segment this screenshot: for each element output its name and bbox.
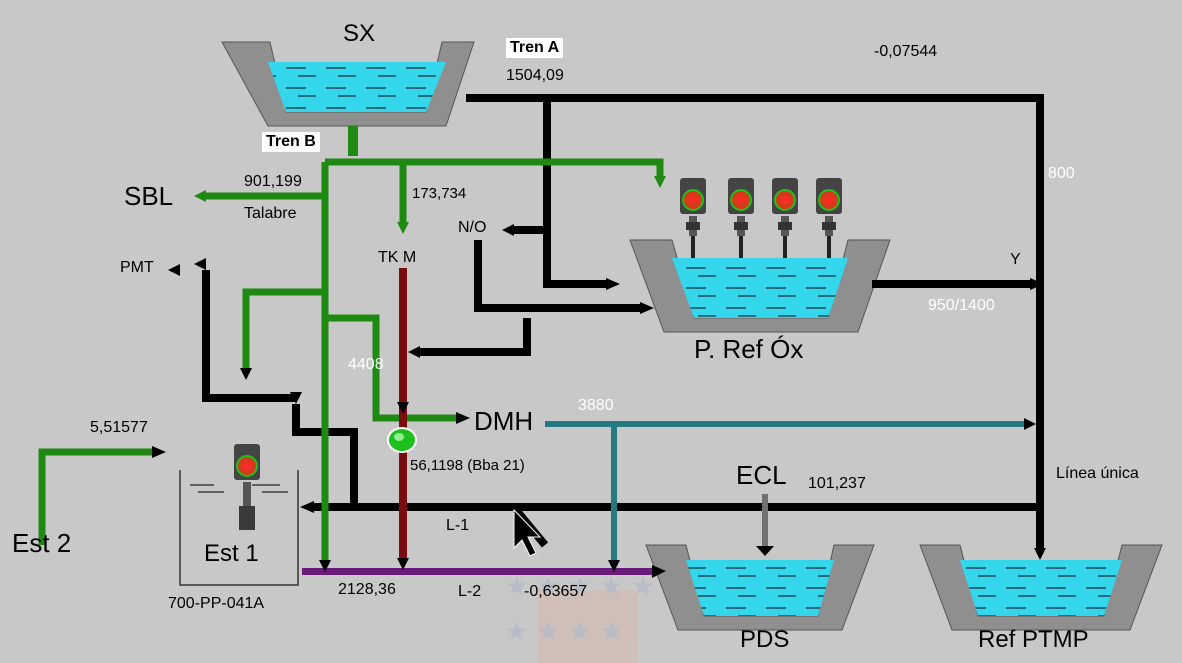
l2-neg-value: -0,63657 bbox=[524, 583, 588, 600]
l1-label: L-1 bbox=[446, 517, 470, 534]
agitator-motor-icon[interactable] bbox=[234, 444, 260, 530]
tk-m-label: TK M bbox=[378, 249, 417, 266]
n-o-label: N/O bbox=[458, 219, 487, 236]
est2-flow-value: 5,51577 bbox=[90, 419, 148, 436]
est1-pump-tag: 700-PP-041A bbox=[168, 595, 265, 612]
tkm-feed-value: 173,734 bbox=[412, 185, 467, 202]
tank-label-sx: SX bbox=[343, 20, 376, 47]
y-label: Y bbox=[1010, 251, 1021, 268]
sump-est1 bbox=[179, 470, 299, 586]
svg-text:★ ★ ★ ★ ★ ★: ★ ★ ★ ★ ★ ★ bbox=[505, 572, 686, 602]
university-crest-watermark: ★ ★ ★ ★ ★ ★ ★ ★ ★ ★ bbox=[505, 572, 686, 663]
sbl-flow-value: 901,199 bbox=[244, 173, 302, 190]
mouse-pointer-icon bbox=[513, 508, 542, 557]
tank-label-ref-ptmp: Ref PTMP bbox=[978, 626, 1089, 653]
talabre-label: Talabre bbox=[244, 205, 297, 222]
value-800: 800 bbox=[1048, 165, 1075, 182]
linea-unica-label: Línea única bbox=[1056, 465, 1139, 482]
tank-p-ref-ox bbox=[629, 239, 891, 333]
l2-flow-value: 2128,36 bbox=[338, 581, 396, 598]
gray-pipe bbox=[762, 494, 768, 546]
tank-pds bbox=[645, 544, 875, 631]
agitator-motor-icon[interactable] bbox=[728, 178, 754, 258]
tren-b-tag: Tren B bbox=[262, 132, 320, 152]
value-3880: 3880 bbox=[578, 397, 614, 414]
green-pipes bbox=[38, 158, 664, 560]
tank-label-pds: PDS bbox=[740, 626, 790, 653]
teal-pipes bbox=[545, 421, 1024, 560]
tank-label-p-ref-ox: P. Ref Óx bbox=[694, 334, 804, 364]
ratio-value: 950/1400 bbox=[928, 297, 995, 314]
bba21-value: 56,1198 (Bba 21) bbox=[410, 457, 525, 474]
agitator-motor-icon[interactable] bbox=[816, 178, 842, 258]
agitator-motor-icon[interactable] bbox=[680, 178, 706, 258]
sbl-label: SBL bbox=[124, 181, 174, 211]
purple-pipe bbox=[302, 568, 652, 575]
est1-label: Est 1 bbox=[204, 540, 259, 567]
tank-ref-ptmp bbox=[919, 544, 1163, 631]
l2-label: L-2 bbox=[458, 583, 482, 600]
tren-a-flow-value: 1504,09 bbox=[506, 67, 564, 84]
est2-label: Est 2 bbox=[12, 528, 72, 558]
pump-running-icon[interactable] bbox=[387, 427, 417, 453]
agitator-motor-icon[interactable] bbox=[772, 178, 798, 258]
ecl-label: ECL bbox=[736, 460, 787, 490]
flow-arrows bbox=[152, 176, 1046, 578]
top-right-value: -0,07544 bbox=[874, 43, 938, 60]
svg-text:★ ★ ★ ★: ★ ★ ★ ★ bbox=[505, 617, 623, 647]
value-4408: 4408 bbox=[348, 356, 384, 373]
pmt-label: PMT bbox=[120, 259, 154, 276]
ecl-flow-value: 101,237 bbox=[808, 475, 866, 492]
tren-a-tag: Tren A bbox=[506, 38, 564, 58]
black-pipes bbox=[202, 94, 1044, 548]
dmh-label: DMH bbox=[474, 406, 534, 436]
tank-sx bbox=[221, 41, 475, 156]
